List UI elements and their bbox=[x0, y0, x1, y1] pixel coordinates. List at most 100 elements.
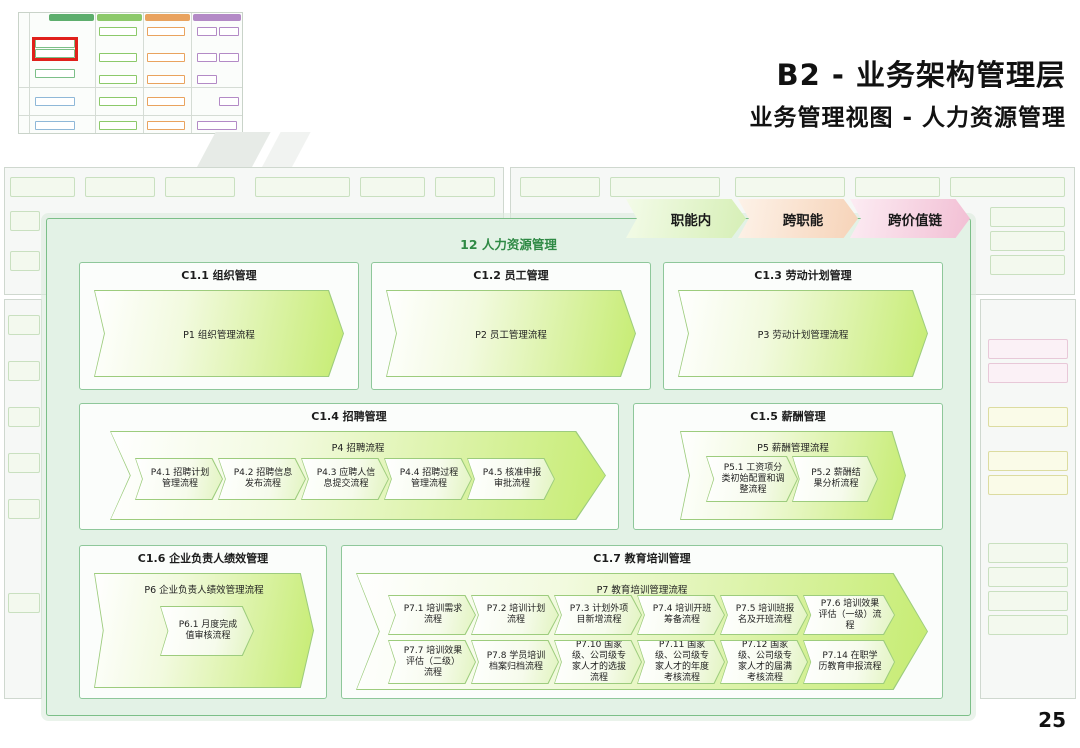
subprocess-p4-1[interactable]: P4.1 招聘计划管理流程 bbox=[135, 458, 223, 500]
category-title: C1.1 组织管理 bbox=[181, 269, 257, 282]
subprocess-p7-14[interactable]: P7.14 在职学历教育申报流程 bbox=[803, 640, 895, 684]
subprocess-p5-1[interactable]: P5.1 工资项分类初始配置和调整流程 bbox=[706, 456, 798, 502]
subprocess-label: P7.2 培训计划流程 bbox=[486, 604, 546, 625]
legend-cross-value-chain: 跨价值链 bbox=[850, 199, 970, 238]
subprocess-p7-1[interactable]: P7.1 培训需求流程 bbox=[388, 595, 476, 635]
overview-thumbnail[interactable] bbox=[18, 12, 243, 134]
subprocess-label: P4.4 招聘过程管理流程 bbox=[399, 468, 459, 489]
subprocess-p7-8[interactable]: P7.8 学员培训档案归档流程 bbox=[471, 640, 559, 684]
subprocess-p7-5[interactable]: P7.5 培训班报名及开班流程 bbox=[720, 595, 808, 635]
process-label: P2 员工管理流程 bbox=[475, 329, 547, 341]
subprocess-label: P7.8 学员培训档案归档流程 bbox=[486, 651, 546, 672]
category-title: C1.6 企业负责人绩效管理 bbox=[137, 552, 269, 565]
bg-box bbox=[10, 251, 40, 271]
subprocess-p4-4[interactable]: P4.4 招聘过程管理流程 bbox=[384, 458, 472, 500]
category-executive-performance-management[interactable]: C1.6 企业负责人绩效管理 P6 企业负责人绩效管理流程 P6.1 月度完成值… bbox=[79, 545, 327, 699]
subprocess-p6-1[interactable]: P6.1 月度完成值审核流程 bbox=[160, 606, 254, 656]
subprocess-p4-2[interactable]: P4.2 招聘信息发布流程 bbox=[218, 458, 306, 500]
subprocess-p7-4[interactable]: P7.4 培训开班筹备流程 bbox=[637, 595, 725, 635]
thumb-box bbox=[99, 121, 137, 130]
subprocess-label: P7.10 国家级、公司级专家人才的选拔流程 bbox=[571, 640, 626, 683]
subprocess-p7-3[interactable]: P7.3 计划外项目新增流程 bbox=[554, 595, 642, 635]
process-p6[interactable]: P6 企业负责人绩效管理流程 bbox=[95, 574, 313, 687]
thumb-box bbox=[35, 49, 75, 58]
subprocess-p7-11[interactable]: P7.11 国家级、公司级专家人才的年度考核流程 bbox=[637, 640, 725, 684]
category-labor-plan-management[interactable]: C1.3 劳动计划管理 P3 劳动计划管理流程 bbox=[663, 262, 943, 390]
subprocess-label: P4.2 招聘信息发布流程 bbox=[233, 468, 293, 489]
category-employee-management[interactable]: C1.2 员工管理 P2 员工管理流程 bbox=[371, 262, 651, 390]
panel-title: 12 人力资源管理 bbox=[460, 237, 557, 252]
category-training-management[interactable]: C1.7 教育培训管理 P7 教育培训管理流程 P7.1 培训需求流程 P7.2… bbox=[341, 545, 943, 699]
current-view-highlight bbox=[32, 37, 78, 61]
thumb-box bbox=[219, 97, 239, 106]
bg-box bbox=[988, 543, 1068, 563]
bg-box bbox=[8, 499, 40, 519]
thumb-box bbox=[197, 27, 217, 36]
thumb-box bbox=[99, 75, 137, 84]
bg-box bbox=[10, 211, 40, 231]
legend-within-function: 职能内 bbox=[626, 199, 746, 238]
legend-label: 职能内 bbox=[670, 212, 712, 229]
thumb-header-orange bbox=[145, 14, 190, 21]
process-p3[interactable]: P3 劳动计划管理流程 bbox=[679, 291, 927, 376]
bg-box bbox=[8, 315, 40, 335]
category-title: C1.5 薪酬管理 bbox=[750, 410, 826, 423]
bg-box bbox=[988, 363, 1068, 383]
thumb-divider bbox=[19, 87, 242, 88]
subprocess-label: P5.2 薪酬结果分析流程 bbox=[811, 468, 861, 489]
subprocess-p7-12[interactable]: P7.12 国家级、公司级专家人才的届满考核流程 bbox=[720, 640, 808, 684]
subprocess-p7-2[interactable]: P7.2 培训计划流程 bbox=[471, 595, 559, 635]
bg-box bbox=[988, 591, 1068, 611]
thumb-divider bbox=[19, 115, 242, 116]
thumb-box bbox=[99, 27, 137, 36]
subprocess-p5-2[interactable]: P5.2 薪酬结果分析流程 bbox=[792, 456, 878, 502]
thumb-box bbox=[197, 53, 217, 62]
subprocess-p7-10[interactable]: P7.10 国家级、公司级专家人才的选拔流程 bbox=[554, 640, 642, 684]
bg-box bbox=[988, 339, 1068, 359]
thumb-divider bbox=[95, 13, 96, 133]
subprocess-p4-5[interactable]: P4.5 核准申报审批流程 bbox=[467, 458, 555, 500]
bg-box bbox=[8, 407, 40, 427]
bg-box bbox=[10, 177, 75, 197]
category-title: C1.7 教育培训管理 bbox=[593, 552, 691, 565]
process-label: P6 企业负责人绩效管理流程 bbox=[144, 585, 264, 596]
thumb-box bbox=[147, 27, 185, 36]
subprocess-label: P7.5 培训班报名及开班流程 bbox=[735, 604, 795, 625]
thumb-box bbox=[99, 53, 137, 62]
bg-box bbox=[255, 177, 350, 197]
subprocess-label: P6.1 月度完成值审核流程 bbox=[178, 620, 238, 641]
bg-box bbox=[988, 407, 1068, 427]
thumb-box bbox=[147, 97, 185, 106]
bg-box bbox=[85, 177, 155, 197]
process-label: P4 招聘流程 bbox=[331, 443, 385, 454]
subprocess-p7-7[interactable]: P7.7 培训效果评估（二级）流程 bbox=[388, 640, 476, 684]
process-p2[interactable]: P2 员工管理流程 bbox=[387, 291, 635, 376]
subprocess-label: P7.7 培训效果评估（二级）流程 bbox=[403, 645, 463, 678]
thumb-box bbox=[35, 69, 75, 78]
process-p1[interactable]: P1 组织管理流程 bbox=[95, 291, 343, 376]
bg-box bbox=[988, 615, 1068, 635]
subprocess-p7-6[interactable]: P7.6 培训效果评估（一级）流程 bbox=[803, 595, 895, 635]
bg-box bbox=[610, 177, 720, 197]
bg-box bbox=[988, 567, 1068, 587]
thumb-box bbox=[147, 75, 185, 84]
process-label: P7 教育培训管理流程 bbox=[596, 585, 688, 596]
subprocess-p4-3[interactable]: P4.3 应聘人信息提交流程 bbox=[301, 458, 389, 500]
thumb-box bbox=[35, 97, 75, 106]
bg-box bbox=[8, 593, 40, 613]
thumb-box bbox=[35, 121, 75, 130]
category-recruitment-management[interactable]: C1.4 招聘管理 P4 招聘流程 P4.1 招聘计划管理流程 P4.2 招聘信… bbox=[79, 403, 619, 530]
bg-box bbox=[520, 177, 600, 197]
process-label: P5 薪酬管理流程 bbox=[757, 443, 829, 454]
thumb-divider bbox=[29, 13, 30, 133]
bg-box bbox=[435, 177, 495, 197]
process-label: P3 劳动计划管理流程 bbox=[757, 329, 849, 341]
subprocess-label: P7.14 在职学历教育申报流程 bbox=[818, 651, 882, 672]
bg-box bbox=[735, 177, 845, 197]
legend-label: 跨价值链 bbox=[888, 212, 942, 229]
category-organization-management[interactable]: C1.1 组织管理 P1 组织管理流程 bbox=[79, 262, 359, 390]
subprocess-label: P7.6 培训效果评估（一级）流程 bbox=[818, 598, 882, 631]
page-number: 25 bbox=[1038, 708, 1066, 732]
category-compensation-management[interactable]: C1.5 薪酬管理 P5 薪酬管理流程 P5.1 工资项分类初始配置和调整流程 … bbox=[633, 403, 943, 530]
hr-management-panel: 12 人力资源管理 C1.1 组织管理 P1 组织管理流程 C1.2 员工管理 … bbox=[46, 218, 971, 716]
